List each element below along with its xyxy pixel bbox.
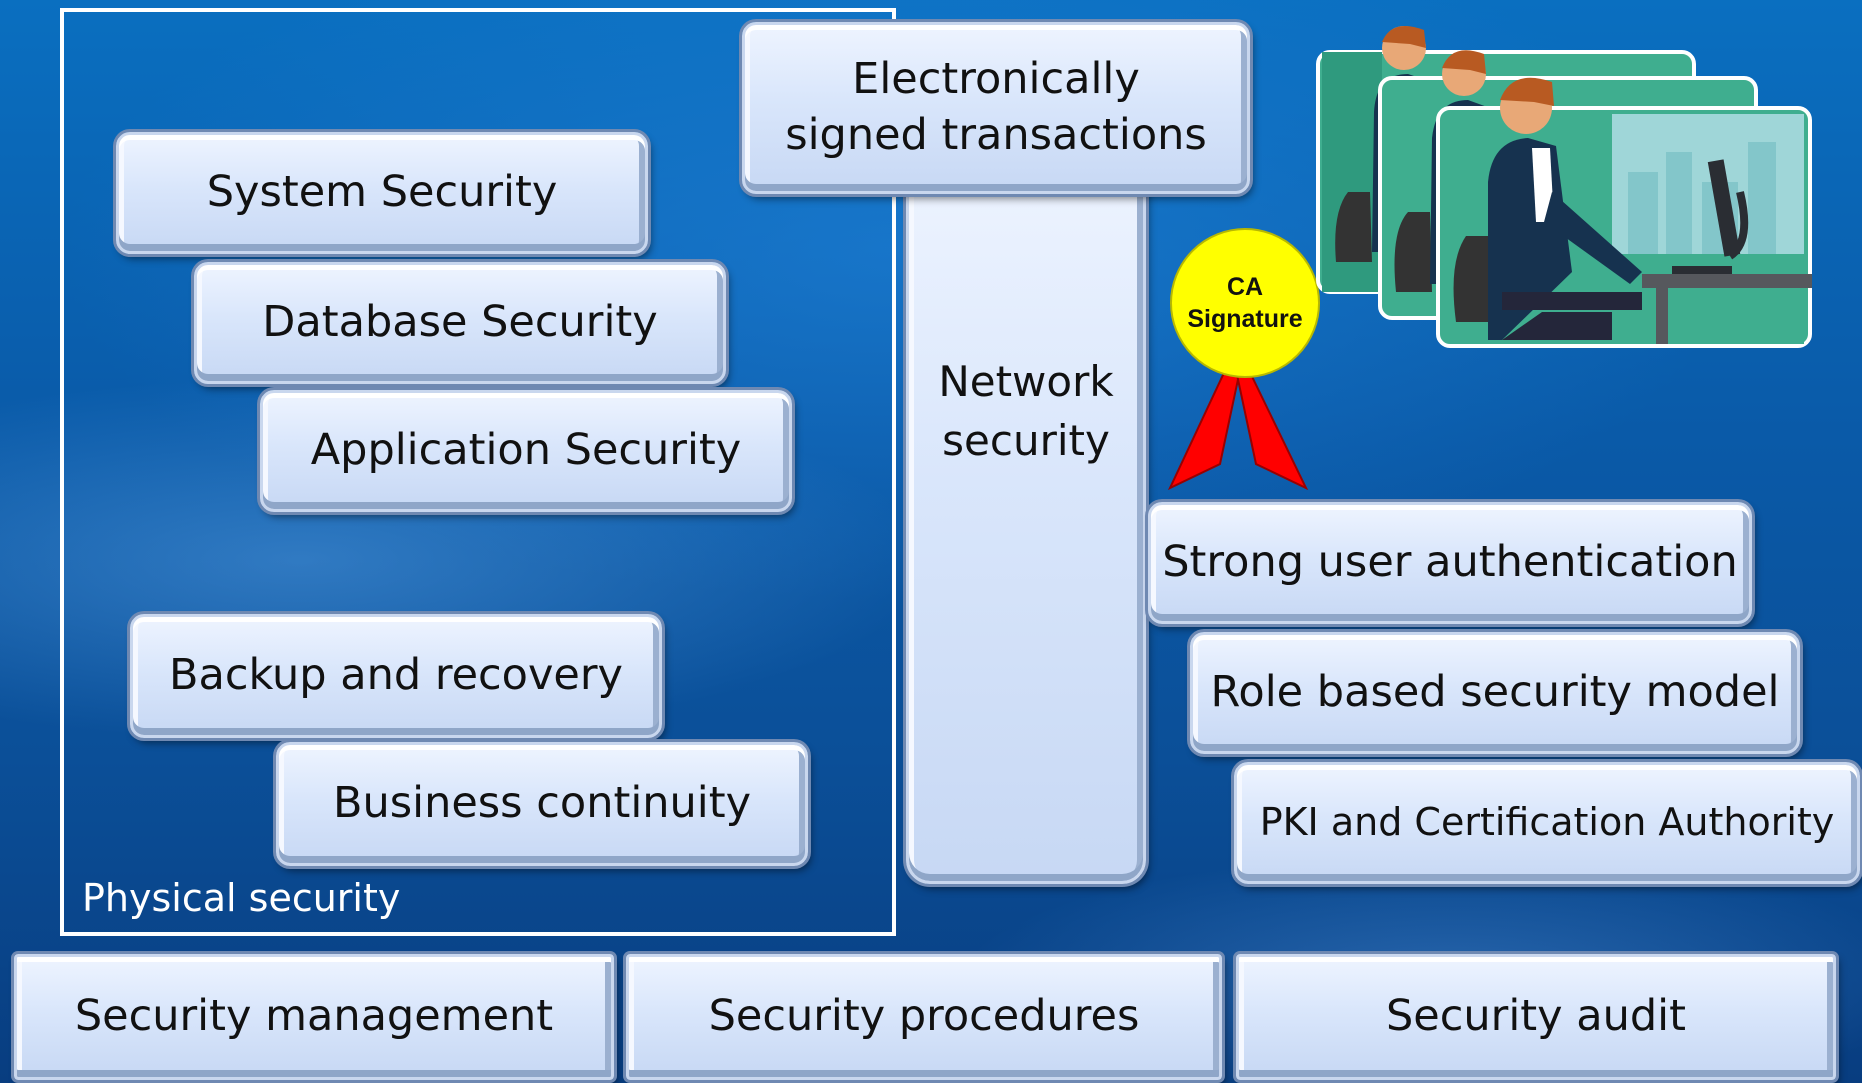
database-security-box: Database Security bbox=[194, 262, 726, 384]
security-management-box: Security management bbox=[14, 954, 614, 1080]
user-at-computer-icon bbox=[1316, 26, 1812, 348]
backup-recovery-box: Backup and recovery bbox=[130, 614, 662, 738]
role-based-security-model-box: Role based security model bbox=[1190, 632, 1800, 754]
pki-certification-authority-box: PKI and Certification Authority bbox=[1234, 762, 1860, 884]
ca-signature-seal: CA Signature bbox=[1170, 228, 1320, 378]
network-security-box: Network security bbox=[906, 150, 1146, 884]
system-security-box: System Security bbox=[116, 132, 648, 254]
seal-line-2: Signature bbox=[1187, 305, 1303, 333]
security-audit-box: Security audit bbox=[1236, 954, 1836, 1080]
seal-line-1: CA bbox=[1226, 272, 1264, 301]
application-security-box: Application Security bbox=[260, 390, 792, 512]
electronically-signed-transactions-box: Electronically signed transactions bbox=[742, 22, 1250, 194]
physical-security-frame bbox=[60, 8, 896, 936]
ca-ribbon bbox=[1167, 360, 1309, 490]
business-continuity-box: Business continuity bbox=[276, 742, 808, 866]
strong-user-authentication-box: Strong user authentication bbox=[1148, 502, 1752, 624]
physical-security-label: Physical security bbox=[82, 876, 401, 920]
security-procedures-box: Security procedures bbox=[626, 954, 1222, 1080]
